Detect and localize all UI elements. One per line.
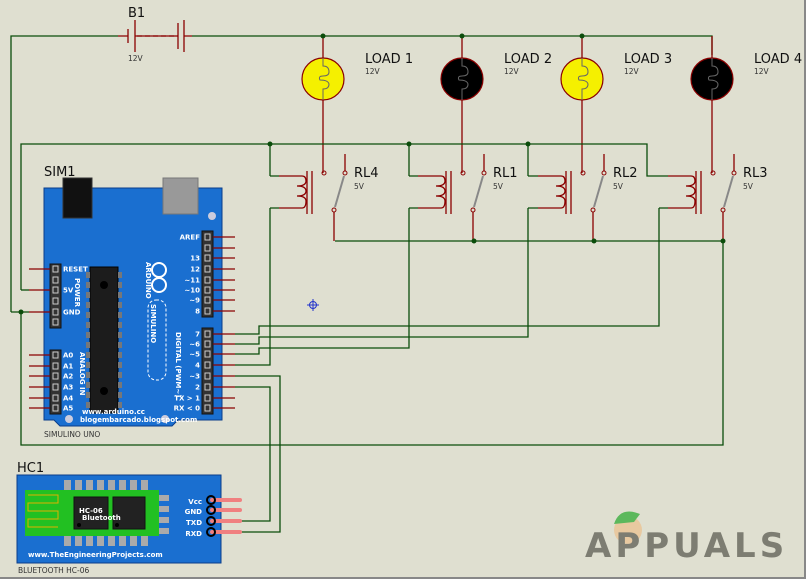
pin-label: 2 [195,384,200,392]
bt-chip-sub: Bluetooth [82,514,121,522]
load-label: LOAD 1 [365,52,413,67]
bt-website: www.TheEngineeringProjects.com [28,551,163,559]
relay-coil-icon [418,175,446,209]
load-voltage: 12V [624,67,640,76]
bt-chip-label: HC-06 [79,507,103,515]
pin-label: ~11 [184,277,200,285]
relay-switch-contact [593,175,604,208]
relay-voltage: 5V [613,182,624,191]
pin-label: RESET [63,266,88,274]
pin-label: 13 [190,255,200,263]
relay-switch-contact [723,175,734,208]
load-label: LOAD 2 [504,52,552,67]
pin-label: 8 [195,308,200,316]
arduino-text: ARDUINO [144,262,152,299]
relay-label: RL2 [613,166,638,181]
pin-label: TX > 1 [174,395,200,403]
bt-pin-label: Vcc [188,498,202,506]
pin-label: A1 [63,363,73,371]
load-label: LOAD 4 [754,52,802,67]
bt-pin-rxd: RXD [185,527,242,538]
arduino-url: www.arduino.cc [82,408,145,416]
power-jack [62,177,93,219]
pin-label: ~5 [189,351,200,359]
relay-coil-icon [538,175,566,209]
battery-label: B1 [128,6,145,21]
relay-switch-contact [473,175,484,208]
bt-pin-label: TXD [186,519,202,527]
pin-label: ~3 [189,373,200,381]
relay-label: RL1 [493,166,518,181]
simulino-brand: SIMULINO [149,304,157,343]
appuals-watermark: APPUALS [585,511,788,566]
pin-label: 12 [190,266,200,274]
pin-label: AREF [180,234,201,242]
arduino-part-label: SIMULINO UNO [44,430,100,439]
relay-label: RL3 [743,166,768,181]
power-label: POWER [73,278,81,308]
blog-url: blogembarcado.blogspot.com [80,416,197,424]
relay-coil-icon [279,175,307,209]
mount-hole [208,212,216,220]
pin-label: 5V [63,287,74,295]
battery-voltage: 12V [128,54,144,63]
pin-label: A2 [63,373,73,381]
relay-switch-contact [334,175,345,208]
relay-voltage: 5V [354,182,365,191]
crosshair-cursor-icon [307,299,319,311]
pin-label: GND [63,309,81,317]
pin-label: ~10 [184,287,200,295]
pin-label: A3 [63,384,73,392]
relay-voltage: 5V [743,182,754,191]
relay-voltage: 5V [493,182,504,191]
bt-pin-label: GND [185,508,203,516]
bt-part-label: BLUETOOTH HC-06 [18,566,90,575]
pin-label: A5 [63,405,73,413]
load-voltage: 12V [365,67,381,76]
load-label: LOAD 3 [624,52,672,67]
bt-pin-txd: TXD [186,516,242,527]
arduino-simulino-uno[interactable]: SIM1 AREF 13 12 ~11 ~10 ~9 8 7 ~6 ~5 4 ~3 2 TX > 1 RX … [29,165,235,439]
load-voltage: 12V [504,67,520,76]
watermark-text: APPUALS [585,526,788,566]
bt-ref-label: HC1 [17,461,44,476]
analog-label: ANALOG IN [78,352,86,396]
pin-label: 4 [195,362,200,370]
relay-label: RL4 [354,166,379,181]
load-voltage: 12V [754,67,770,76]
bt-pin-label: RXD [185,530,202,538]
pin-label: RX < 0 [174,405,201,413]
pin-label: ~6 [189,341,200,349]
pin-label: ~9 [189,297,200,305]
bt-pin-vcc: Vcc [188,495,242,506]
usb-port [162,177,199,215]
pin-label: A4 [63,395,73,403]
relay-coil-icon [668,175,696,209]
pin-label: A0 [63,352,73,360]
digital-label: DIGITAL (PWM~) [174,332,182,397]
bt-pin-gnd: GND [185,505,242,516]
arduino-ref-label: SIM1 [44,165,76,180]
pin-label: 7 [195,331,200,339]
